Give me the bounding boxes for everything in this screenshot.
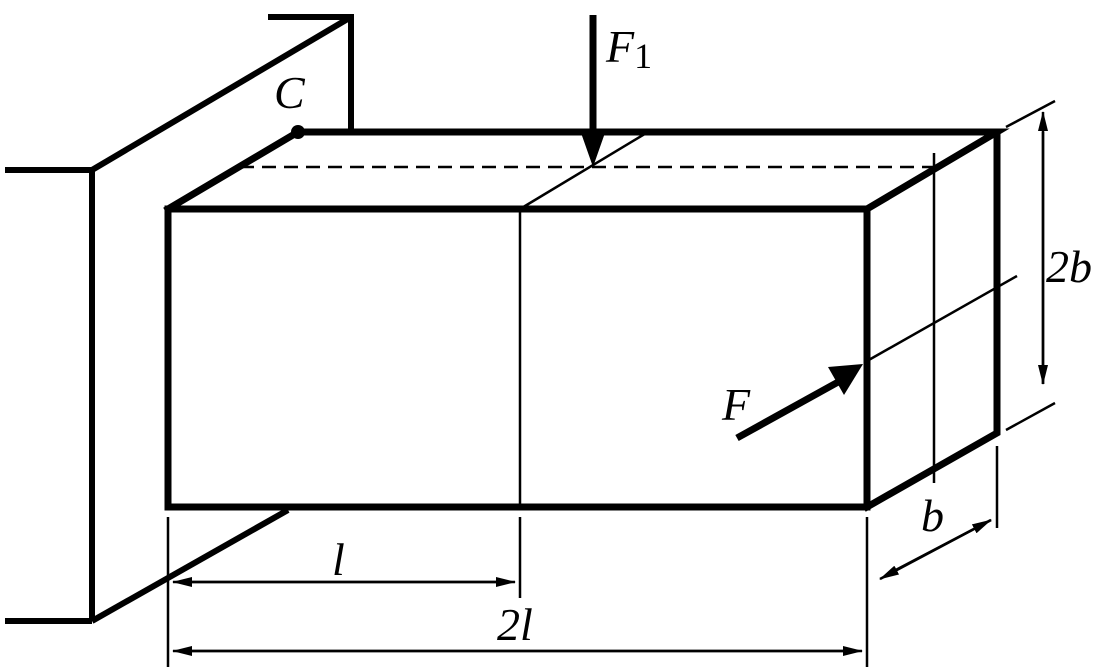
force-f1-subscript: 1 (634, 36, 652, 76)
force-f: F (721, 364, 863, 442)
midspan-line-top (519, 130, 649, 211)
force-f-label: F (721, 379, 751, 430)
wall-back-diagonal (90, 14, 353, 173)
depth-label: b (921, 490, 944, 541)
force-f-arrowhead (828, 364, 863, 395)
full-length-label: 2l (497, 599, 533, 650)
force-f-shaft (735, 377, 842, 442)
point-c-dot (291, 125, 305, 139)
force-f1: F1 (580, 15, 652, 167)
force-f1-label: F1 (605, 21, 652, 76)
point-c-label: C (274, 67, 306, 118)
dimension-height: 2b (1005, 99, 1092, 432)
block-right-edges (862, 128, 1001, 512)
height-ext-bottom (1005, 401, 1056, 432)
block-front-face (164, 205, 871, 511)
force-f1-arrowhead (580, 130, 606, 167)
depth-dim-line-rev (879, 518, 992, 581)
block (163, 128, 1018, 512)
height-ext-top (1005, 99, 1056, 129)
right-face-midline (866, 274, 1018, 363)
force-f1-symbol: F (605, 21, 635, 72)
wall-support (5, 14, 354, 624)
wall-bottom-diagonal (90, 507, 290, 624)
height-label: 2b (1046, 241, 1092, 292)
dimension-depth: b (879, 446, 999, 581)
half-length-label: l (332, 534, 345, 585)
dimension-length: l 2l (166, 517, 869, 667)
point-c: C (274, 67, 306, 139)
